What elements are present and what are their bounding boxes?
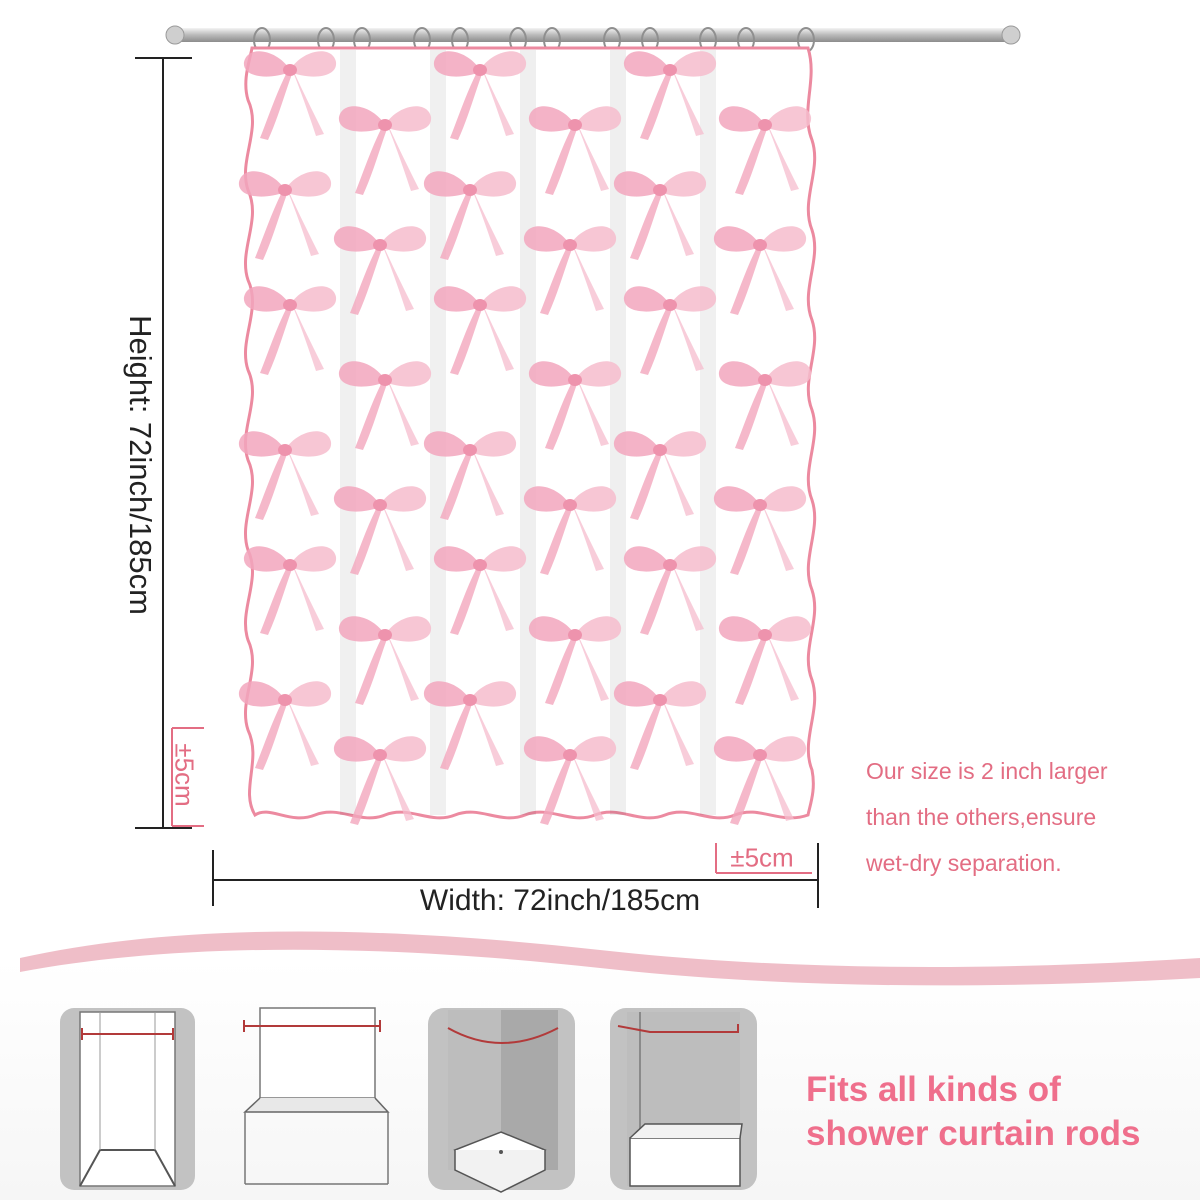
fits-heading-line-2: shower curtain rods bbox=[806, 1114, 1141, 1153]
shower-curtain bbox=[238, 46, 817, 825]
rod-diagram-1 bbox=[60, 1008, 195, 1190]
height-label: Height: 72inch/185cm bbox=[123, 315, 158, 615]
rod-diagram-3 bbox=[428, 1008, 575, 1193]
pink-wave-divider bbox=[20, 931, 1200, 986]
height-tolerance-marker bbox=[171, 727, 204, 827]
rod-diagram-2 bbox=[243, 1007, 390, 1185]
width-dimension-line bbox=[212, 843, 819, 908]
width-tolerance-label: ±5cm bbox=[730, 842, 794, 873]
size-note-line-1: Our size is 2 inch larger bbox=[866, 758, 1108, 784]
floor-background bbox=[0, 960, 1200, 1200]
size-note-line-3: wet-dry separation. bbox=[866, 850, 1062, 876]
size-note: Our size is 2 inch larger than the other… bbox=[866, 748, 1186, 886]
fits-heading: Fits all kinds of shower curtain rods bbox=[806, 1068, 1141, 1156]
shower-rod bbox=[165, 25, 1021, 45]
rod-diagram-4 bbox=[610, 1008, 757, 1190]
fits-heading-line-1: Fits all kinds of bbox=[806, 1070, 1061, 1109]
height-tolerance-label: ±5cm bbox=[169, 743, 200, 807]
size-note-line-2: than the others,ensure bbox=[866, 804, 1097, 830]
height-dimension-line bbox=[135, 57, 192, 829]
width-tolerance-marker bbox=[715, 843, 812, 874]
width-label: Width: 72inch/185cm bbox=[419, 884, 701, 917]
